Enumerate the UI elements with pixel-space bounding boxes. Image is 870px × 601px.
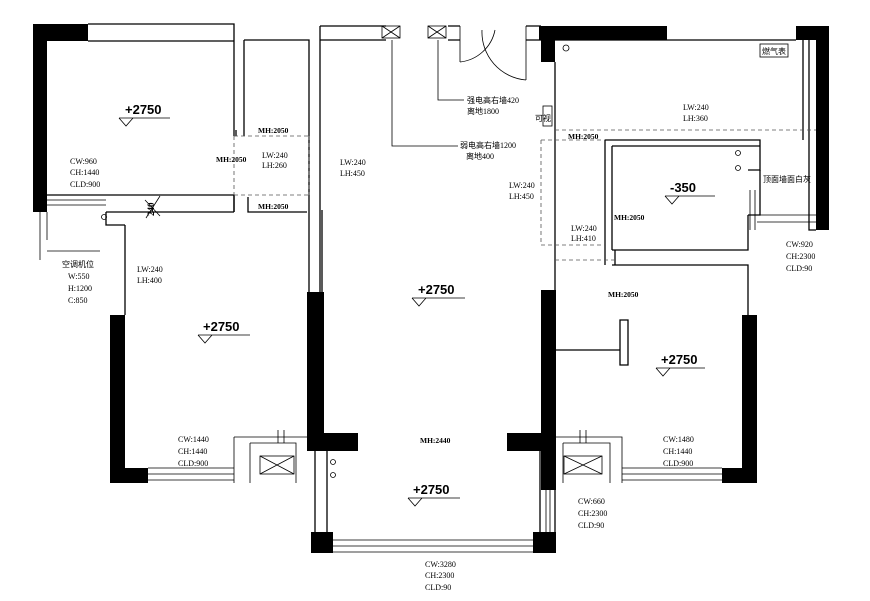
gas-meter-icon [759, 43, 789, 58]
visible-label: 可视 [535, 113, 551, 123]
svg-text:CW:1480: CW:1480 [663, 435, 694, 444]
level-top-left: +2750 [125, 102, 162, 117]
gas-meter-label: 燃气表 [762, 46, 786, 56]
svg-text:CH:2300: CH:2300 [786, 252, 815, 261]
light-label-small-right: LW:240 LH:410 [571, 224, 597, 243]
weak-power-label: 弱电高右墙1200 离地400 [460, 140, 516, 161]
svg-text:CLD:90: CLD:90 [786, 264, 812, 273]
window-label-right: CW:920 CH:2300 CLD:90 [786, 240, 815, 273]
ac-label: 空调机位 W:550 H:1200 C:850 [62, 259, 94, 305]
walls [33, 24, 829, 553]
window-label-bottom-left: CW:1440 CH:1440 CLD:900 [178, 435, 209, 468]
svg-text:H:1200: H:1200 [68, 284, 92, 293]
light-label-center: LW:240 LH:450 [340, 158, 366, 178]
window-label-bottom-small: CW:660 CH:2300 CLD:90 [578, 497, 607, 530]
door-heights: MH:2050 MH:2050 MH:2050 MH:2050 MH:2050 … [216, 126, 645, 445]
door-height-a: MH:2050 [258, 126, 289, 135]
svg-text:LW:240: LW:240 [683, 103, 709, 112]
level-markers [118, 117, 715, 507]
door-height-main: MH:2440 [420, 436, 451, 445]
level-right: +2750 [661, 352, 698, 367]
window-label-bottom-right: CW:1480 CH:1440 CLD:900 [663, 435, 694, 468]
window-label-bottom-center: CW:3280 CH:2300 CLD:90 [425, 560, 456, 592]
level-right-small: -350 [670, 180, 696, 195]
svg-text:LW:240: LW:240 [137, 265, 163, 274]
svg-text:离地1800: 离地1800 [467, 106, 499, 116]
light-label-left-room: LW:240 LH:400 [137, 265, 163, 285]
svg-text:CLD:90: CLD:90 [425, 583, 451, 592]
partitions [39, 23, 816, 553]
window-box-left-icon [259, 455, 295, 475]
light-label-right-top: LW:240 LH:360 [683, 103, 709, 123]
socket-icon [101, 44, 741, 478]
svg-text:CW:3280: CW:3280 [425, 560, 456, 569]
strong-power-icon [381, 25, 401, 39]
svg-text:CH:1440: CH:1440 [178, 447, 207, 456]
light-label-corridor-right: LW:240 LH:450 [509, 181, 535, 201]
svg-text:CH:2300: CH:2300 [578, 509, 607, 518]
window-label-top-left: CW:960 CH:1440 CLD:900 [70, 157, 100, 189]
window-box-right-icon [563, 455, 603, 475]
svg-text:CLD:900: CLD:900 [178, 459, 208, 468]
light-label-small-left: LW:240 LH:260 [262, 151, 288, 170]
svg-text:LH:260: LH:260 [262, 161, 287, 170]
svg-text:LW:240: LW:240 [509, 181, 535, 190]
svg-text:空调机位: 空调机位 [62, 259, 94, 269]
svg-text:LH:450: LH:450 [340, 169, 365, 178]
svg-text:强电高右墙420: 强电高右墙420 [467, 95, 519, 105]
svg-text:W:550: W:550 [68, 272, 89, 281]
svg-text:LH:410: LH:410 [571, 234, 596, 243]
level-left-middle: +2750 [203, 319, 240, 334]
door-height-d: MH:2050 [568, 132, 599, 141]
dimension-240: 240 [146, 202, 156, 216]
svg-text:LH:360: LH:360 [683, 114, 708, 123]
svg-text:CW:660: CW:660 [578, 497, 605, 506]
ceiling-note: 顶面墙面白灰 [763, 174, 811, 184]
level-center: +2750 [418, 282, 455, 297]
svg-text:LW:240: LW:240 [340, 158, 366, 167]
visible-intercom-icon [542, 105, 553, 127]
svg-text:CH:2300: CH:2300 [425, 571, 454, 580]
svg-text:弱电高右墙1200: 弱电高右墙1200 [460, 140, 516, 150]
svg-text:CW:1440: CW:1440 [178, 435, 209, 444]
svg-text:LW:240: LW:240 [262, 151, 288, 160]
svg-text:LH:450: LH:450 [509, 192, 534, 201]
weak-power-icon [427, 25, 447, 39]
svg-text:CW:920: CW:920 [786, 240, 813, 249]
svg-text:CLD:900: CLD:900 [70, 180, 100, 189]
door-height-e: MH:2050 [614, 213, 645, 222]
svg-text:CH:1440: CH:1440 [70, 168, 99, 177]
symbols [101, 25, 789, 507]
svg-text:CLD:900: CLD:900 [663, 459, 693, 468]
svg-text:C:850: C:850 [68, 296, 88, 305]
svg-text:离地400: 离地400 [466, 151, 494, 161]
svg-text:CLD:90: CLD:90 [578, 521, 604, 530]
svg-text:LW:240: LW:240 [571, 224, 597, 233]
svg-text:CH:1440: CH:1440 [663, 447, 692, 456]
svg-text:LH:400: LH:400 [137, 276, 162, 285]
door-height-b: MH:2050 [216, 155, 247, 164]
svg-text:CW:960: CW:960 [70, 157, 97, 166]
door-height-c: MH:2050 [258, 202, 289, 211]
door-height-f: MH:2050 [608, 290, 639, 299]
level-bottom-center: +2750 [413, 482, 450, 497]
strong-power-label: 强电高右墙420 离地1800 [467, 95, 519, 116]
